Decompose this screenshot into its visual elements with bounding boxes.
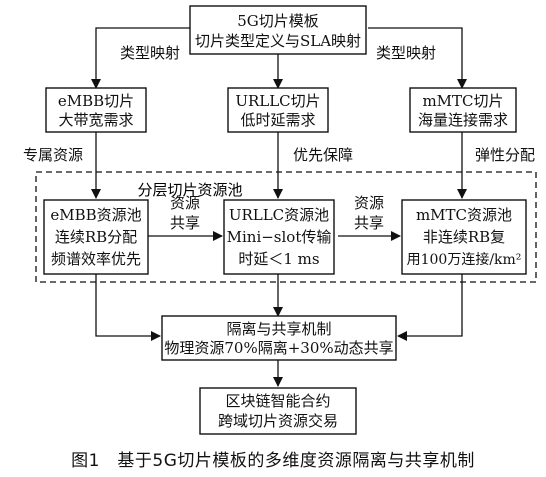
label-dedicated: 专属资源	[23, 146, 83, 164]
label-type-mapping-left: 类型映射	[120, 44, 180, 62]
resource-isolation-diagram: 分层切片资源池 类型映射 类型映射 专属资源 优先保障 弹性分配 资源 共享 资…	[23, 5, 537, 435]
blockchain-line-1: 区块链智能合约	[225, 392, 330, 410]
label-share-right-1: 资源	[354, 194, 384, 212]
urllc-slice-line-1: URLLC切片	[235, 92, 320, 110]
label-share-left-2: 共享	[170, 214, 200, 232]
urllc-pool-line-2: Mini−slot传输	[227, 228, 332, 246]
isolation-line-2: 物理资源70%隔离+30%动态共享	[164, 339, 393, 357]
label-share-left-1: 资源	[170, 194, 200, 212]
node-mmtc-pool	[401, 199, 527, 275]
node-isolation-sharing	[161, 315, 397, 361]
mmtc-slice-line-2: 海量连接需求	[418, 111, 508, 129]
label-elastic: 弹性分配	[475, 146, 535, 164]
embb-pool-line-3: 频谱效率优先	[51, 250, 141, 268]
node-urllc-slice	[227, 87, 329, 133]
node-blockchain	[199, 387, 357, 435]
node-embb-slice	[45, 87, 147, 133]
figure-caption: 图1 基于5G切片模板的多维度资源隔离与共享机制	[71, 451, 475, 471]
edge-embb-isolation	[95, 274, 161, 341]
node-embb-pool	[43, 199, 149, 275]
resource-pool-label: 分层切片资源池	[137, 181, 242, 199]
connectors	[91, 27, 467, 387]
mmtc-slice-line-1: mMTC切片	[422, 92, 503, 110]
mmtc-pool-line-2: 非连续RB复	[423, 228, 505, 246]
embb-slice-line-2: 大带宽需求	[58, 111, 133, 129]
mmtc-pool-line-1: mMTC资源池	[416, 206, 512, 224]
edge-mmtc-isolation	[397, 274, 463, 341]
blockchain-line-2: 跨域切片资源交易	[218, 412, 338, 430]
resource-pool-region	[35, 171, 537, 283]
template-line-1: 5G切片模板	[237, 12, 319, 30]
node-mmtc-slice	[409, 87, 517, 133]
label-share-right-2: 共享	[354, 214, 384, 232]
isolation-line-1: 隔离与共享机制	[226, 320, 331, 338]
edge-template-mmtc	[368, 27, 467, 89]
label-type-mapping-right: 类型映射	[376, 44, 436, 62]
urllc-pool-line-3: 时延＜1 ms	[238, 250, 319, 268]
urllc-slice-line-2: 低时延需求	[240, 111, 315, 129]
mmtc-pool-line-3: 用100万连接/km²	[407, 251, 522, 268]
node-slice-template	[189, 5, 367, 55]
embb-slice-line-1: eMBB切片	[58, 92, 134, 110]
embb-pool-line-1: eMBB资源池	[50, 206, 141, 224]
template-line-2: 切片类型定义与SLA映射	[195, 32, 361, 50]
edge-template-embb	[91, 27, 190, 89]
urllc-pool-line-1: URLLC资源池	[229, 206, 329, 224]
node-urllc-pool	[223, 199, 335, 275]
embb-pool-line-2: 连续RB分配	[55, 228, 137, 246]
label-priority: 优先保障	[293, 146, 353, 164]
